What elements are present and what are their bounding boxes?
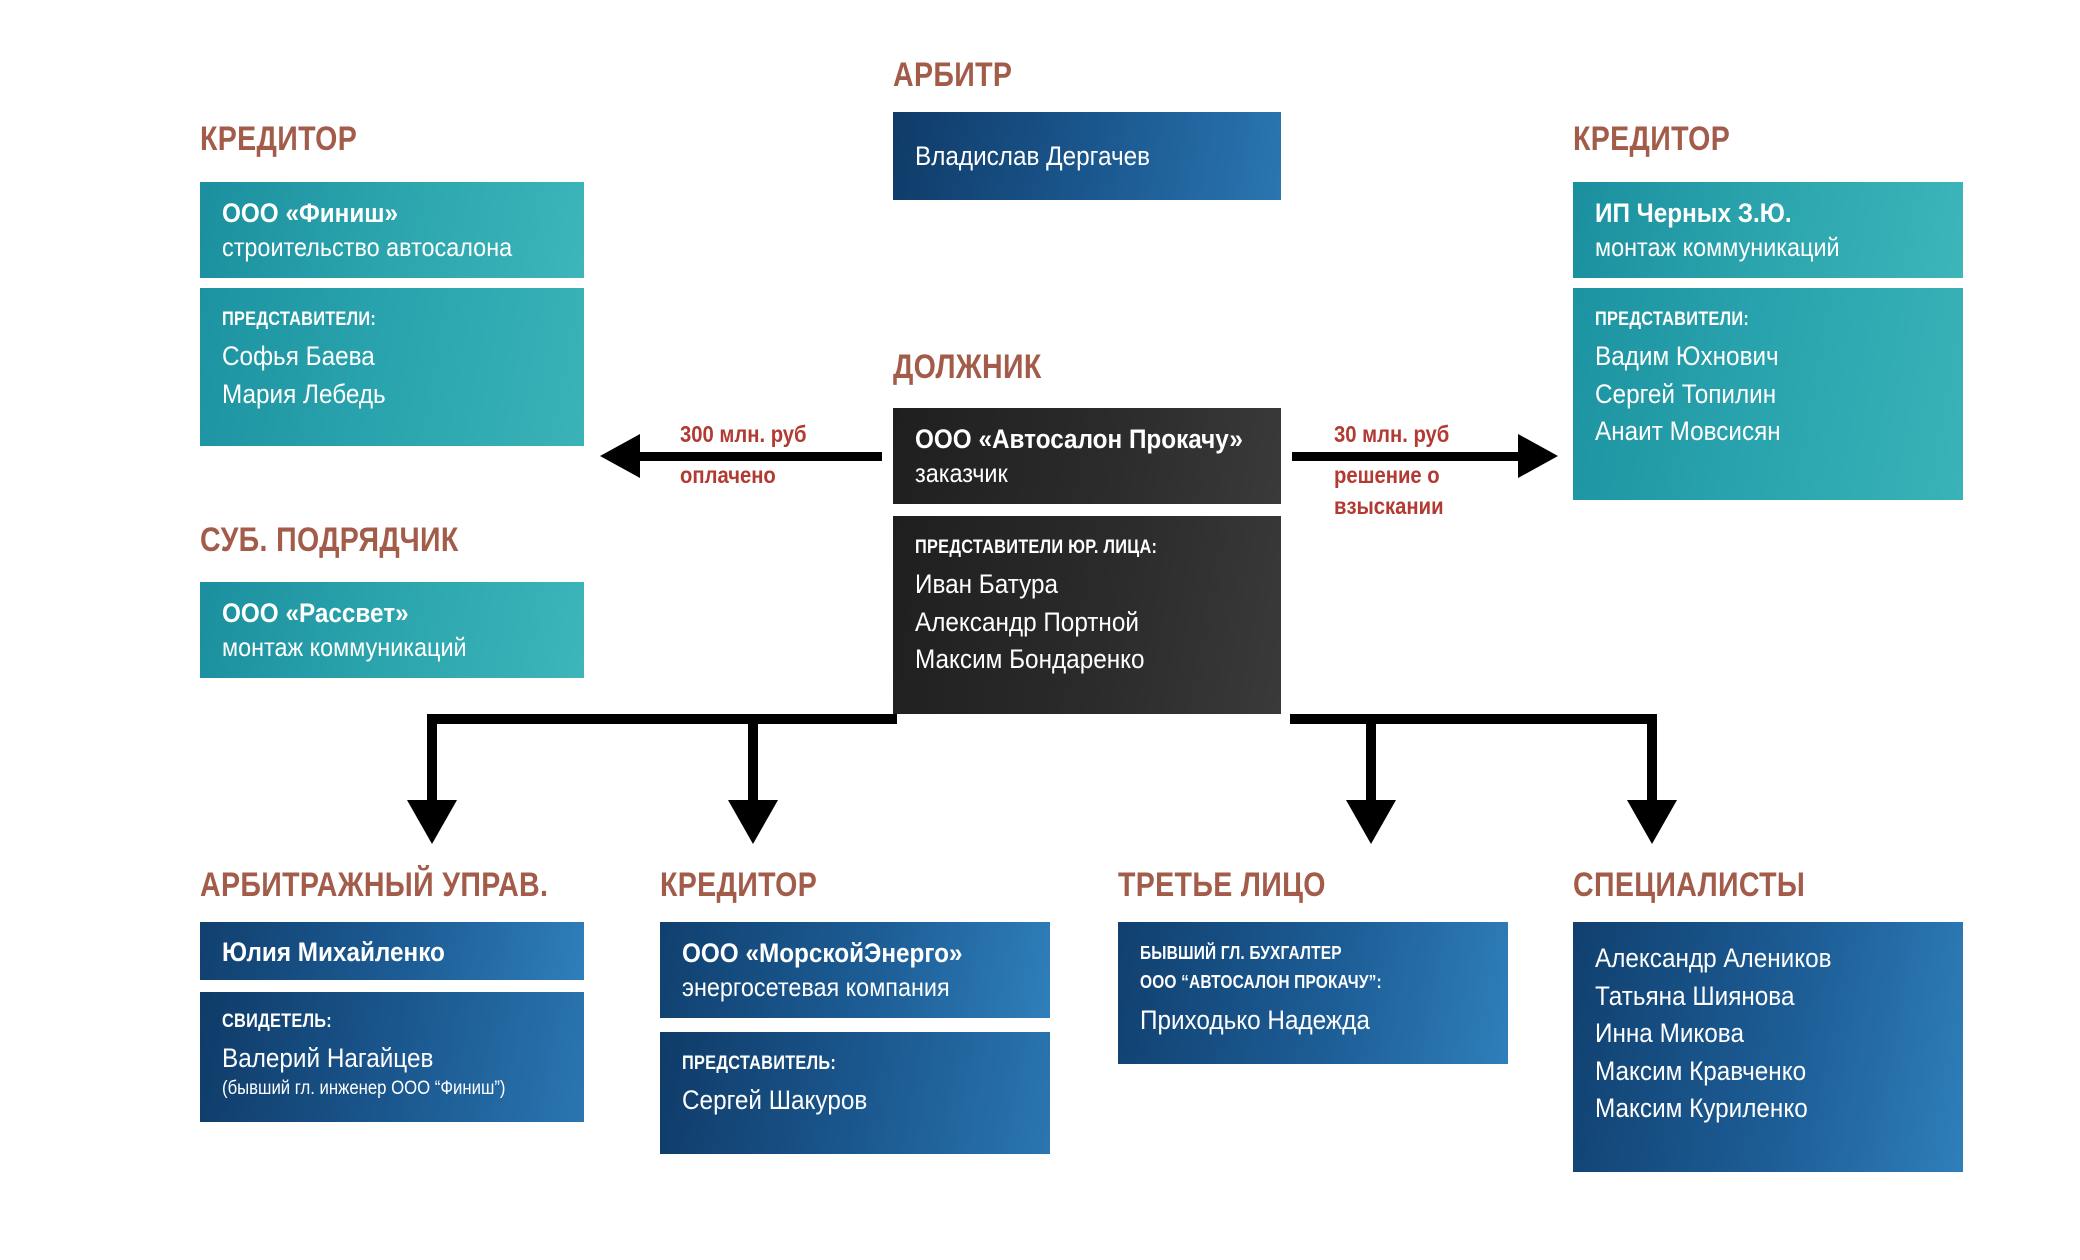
debtor-company: ООО «Автосалон Прокачу» — [915, 424, 1243, 454]
card-creditor-finish-company[interactable]: ООО «Финиш» строительство автосалона — [200, 182, 584, 278]
flow-right-status-line1: решение о — [1334, 462, 1440, 488]
card-manager-name[interactable]: Юлия Михайленко — [200, 922, 584, 980]
connector-drop-manager — [427, 714, 437, 804]
heading-arbiter: АРБИТР — [893, 56, 1013, 94]
debtor-reps-label: ПРЕДСТАВИТЕЛИ ЮР. ЛИЦА: — [915, 537, 1158, 558]
creditor-chernykh-rep-2: Сергей Топилин — [1595, 378, 1777, 409]
specialist-1: Александр Алеников — [1595, 943, 1832, 973]
card-specialists[interactable]: Александр Алеников Татьяна Шиянова Инна … — [1573, 922, 1963, 1172]
card-debtor-company[interactable]: ООО «Автосалон Прокачу» заказчик — [893, 408, 1281, 504]
creditor-chernykh-company: ИП Черных З.Ю. — [1595, 198, 1792, 228]
connector-drop-third-party — [1366, 714, 1376, 804]
card-creditor-morskoy-rep[interactable]: ПРЕДСТАВИТЕЛЬ: Сергей Шакуров — [660, 1032, 1050, 1154]
heading-creditor-chernykh: КРЕДИТОР — [1573, 120, 1731, 158]
heading-debtor: ДОЛЖНИК — [893, 348, 1042, 386]
connector-bus-left — [427, 714, 897, 724]
arbiter-name: Владислав Дергачев — [915, 141, 1151, 171]
arrowhead-morskoy — [728, 800, 778, 844]
card-creditor-finish-reps[interactable]: ПРЕДСТАВИТЕЛИ: Софья Баева Мария Лебедь — [200, 288, 584, 446]
manager-witness-label: СВИДЕТЕЛЬ: — [222, 1011, 332, 1032]
subcontractor-company: ООО «Рассвет» — [222, 598, 409, 628]
creditor-morskoy-activity: энергосетевая компания — [682, 971, 950, 1002]
arrowhead-specialists — [1627, 800, 1677, 844]
flow-right-arrowhead — [1518, 434, 1558, 478]
creditor-morskoy-company: ООО «МорскойЭнерго» — [682, 938, 963, 968]
creditor-morskoy-rep-name: Сергей Шакуров — [682, 1085, 868, 1116]
debtor-rep-1: Иван Батура — [915, 569, 1059, 600]
creditor-finish-rep-1: Софья Баева — [222, 341, 375, 372]
specialist-2: Татьяна Шиянова — [1595, 980, 1795, 1011]
connector-bus-right — [1290, 714, 1657, 724]
debtor-rep-2: Александр Портной — [915, 606, 1139, 637]
card-arbiter[interactable]: Владислав Дергачев — [893, 112, 1281, 200]
arrowhead-third-party — [1346, 800, 1396, 844]
heading-subcontractor: СУБ. ПОДРЯДЧИК — [200, 521, 459, 559]
card-third-party[interactable]: БЫВШИЙ ГЛ. БУХГАЛТЕР ООО “АВТОСАЛОН ПРОК… — [1118, 922, 1508, 1064]
heading-creditor-finish: КРЕДИТОР — [200, 120, 358, 158]
flow-right-line — [1292, 452, 1522, 461]
debtor-rep-3: Максим Бондаренко — [915, 644, 1145, 675]
connector-drop-morskoy — [748, 714, 758, 804]
manager-witness-note: (бывший гл. инженер ООО “Финиш”) — [222, 1077, 506, 1099]
arrowhead-manager — [407, 800, 457, 844]
third-party-name: Приходько Надежда — [1140, 1005, 1370, 1036]
flow-left-amount: 300 млн. руб — [680, 421, 807, 447]
flow-left-status: оплачено — [680, 462, 776, 488]
third-party-role-line2: ООО “АВТОСАЛОН ПРОКАЧУ”: — [1140, 972, 1382, 993]
connector-drop-specialists — [1647, 714, 1657, 804]
creditor-chernykh-rep-1: Вадим Юхнович — [1595, 341, 1779, 372]
card-creditor-chernykh-company[interactable]: ИП Черных З.Ю. монтаж коммуникаций — [1573, 182, 1963, 278]
heading-specialists: СПЕЦИАЛИСТЫ — [1573, 866, 1806, 904]
heading-manager: АРБИТРАЖНЫЙ УПРАВ. — [200, 866, 549, 904]
flow-left-line — [637, 452, 882, 461]
creditor-finish-rep-2: Мария Лебедь — [222, 378, 386, 409]
heading-third-party: ТРЕТЬЕ ЛИЦО — [1118, 866, 1326, 904]
manager-witness-name: Валерий Нагайцев — [222, 1043, 434, 1074]
specialist-5: Максим Куриленко — [1595, 1093, 1808, 1124]
heading-creditor-morskoy: КРЕДИТОР — [660, 866, 818, 904]
card-debtor-reps[interactable]: ПРЕДСТАВИТЕЛИ ЮР. ЛИЦА: Иван Батура Алек… — [893, 516, 1281, 714]
card-creditor-morskoy-company[interactable]: ООО «МорскойЭнерго» энергосетевая компан… — [660, 922, 1050, 1018]
subcontractor-activity: монтаж коммуникаций — [222, 631, 467, 662]
card-manager-witness[interactable]: СВИДЕТЕЛЬ: Валерий Нагайцев (бывший гл. … — [200, 992, 584, 1122]
debtor-activity: заказчик — [915, 457, 1008, 488]
specialist-3: Инна Микова — [1595, 1018, 1744, 1049]
creditor-finish-activity: строительство автосалона — [222, 231, 513, 262]
flow-right-status-line2: взыскании — [1334, 493, 1444, 519]
creditor-finish-company: ООО «Финиш» — [222, 198, 399, 228]
flow-right-amount: 30 млн. руб — [1334, 421, 1450, 447]
creditor-chernykh-rep-3: Анаит Мовсисян — [1595, 416, 1781, 447]
creditor-finish-reps-label: ПРЕДСТАВИТЕЛИ: — [222, 309, 377, 330]
card-creditor-chernykh-reps[interactable]: ПРЕДСТАВИТЕЛИ: Вадим Юхнович Сергей Топи… — [1573, 288, 1963, 500]
manager-name: Юлия Михайленко — [222, 937, 445, 967]
specialist-4: Максим Кравченко — [1595, 1055, 1807, 1086]
third-party-role-line1: БЫВШИЙ ГЛ. БУХГАЛТЕР — [1140, 943, 1342, 963]
creditor-morskoy-rep-label: ПРЕДСТАВИТЕЛЬ: — [682, 1053, 837, 1074]
flow-left-arrowhead — [600, 434, 640, 478]
card-subcontractor[interactable]: ООО «Рассвет» монтаж коммуникаций — [200, 582, 584, 678]
creditor-chernykh-reps-label: ПРЕДСТАВИТЕЛИ: — [1595, 309, 1750, 330]
creditor-chernykh-activity: монтаж коммуникаций — [1595, 231, 1840, 262]
